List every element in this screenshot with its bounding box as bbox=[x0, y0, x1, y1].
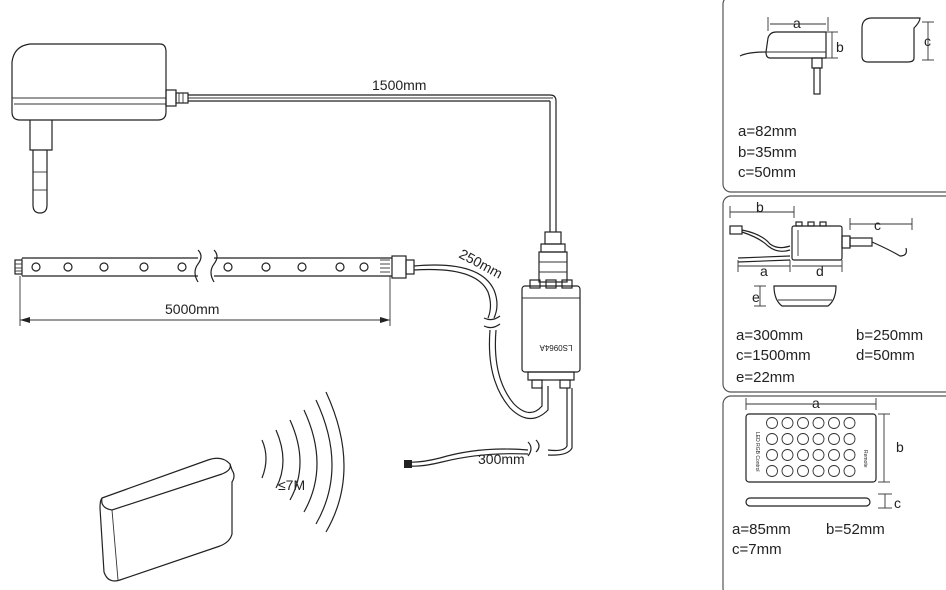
adapter-spec-c: c=50mm bbox=[738, 164, 796, 181]
controller-box bbox=[521, 279, 581, 389]
strip-lead-cable bbox=[413, 264, 549, 420]
remote-button bbox=[766, 433, 778, 445]
remote-spec-a: a=85mm bbox=[732, 521, 791, 538]
remote-spec-b: b=52mm bbox=[826, 521, 885, 538]
remote-dim-a: a bbox=[812, 395, 820, 411]
remote-button bbox=[812, 465, 825, 477]
adapter-dim-c: c bbox=[924, 33, 931, 49]
remote-button bbox=[766, 465, 778, 477]
remote-side-text: LED RGB Control bbox=[754, 432, 760, 471]
controller-dim-e: e bbox=[752, 289, 760, 305]
label-cable-length: 1500mm bbox=[372, 77, 426, 93]
remote-button bbox=[843, 465, 856, 477]
remote-button bbox=[766, 417, 778, 429]
remote-button bbox=[828, 449, 840, 461]
remote-button bbox=[797, 465, 809, 477]
remote-dim-b: b bbox=[896, 439, 904, 455]
panel-controller bbox=[722, 195, 946, 393]
controller-spec-d: d=50mm bbox=[856, 347, 915, 364]
led-strip bbox=[14, 249, 415, 283]
remote-button bbox=[828, 417, 840, 429]
adapter-dim-b: b bbox=[836, 39, 844, 55]
remote-button bbox=[797, 417, 809, 429]
remote-button bbox=[828, 465, 840, 477]
controller-dim-a: a bbox=[760, 263, 768, 279]
remote-button bbox=[797, 433, 809, 445]
ir-signal-waves bbox=[261, 391, 345, 533]
controller-dim-b: b bbox=[756, 199, 764, 215]
controller-dim-c: c bbox=[874, 217, 881, 233]
adapter-spec-a: a=82mm bbox=[738, 123, 797, 140]
remote-button bbox=[781, 449, 794, 461]
panel-adapter-drawing bbox=[739, 17, 934, 95]
panel-controller-drawing bbox=[729, 206, 913, 307]
remote-dim-c: c bbox=[894, 495, 901, 511]
remote-button bbox=[843, 449, 856, 461]
remote-side-text-right: Remote bbox=[862, 450, 868, 468]
controller-spec-a: a=300mm bbox=[736, 327, 803, 344]
remote-spec-c: c=7mm bbox=[732, 541, 782, 558]
remote-button bbox=[797, 449, 809, 461]
controller-model-text: LS0964A bbox=[539, 343, 573, 352]
remote-button bbox=[812, 449, 825, 461]
remote-buttons bbox=[766, 417, 856, 477]
controller-dim-d: d bbox=[816, 263, 824, 279]
controller-spec-b: b=250mm bbox=[856, 327, 923, 344]
panel-remote-drawing bbox=[745, 398, 892, 509]
controller-spec-c: c=1500mm bbox=[736, 347, 811, 364]
remote-button bbox=[812, 433, 825, 445]
ir-lead-cable bbox=[404, 388, 573, 468]
adapter-dim-a: a bbox=[793, 15, 801, 31]
controller-spec-e: e=22mm bbox=[736, 369, 795, 386]
label-strip-lead: 250mm bbox=[457, 246, 506, 282]
strip-dimension bbox=[19, 276, 391, 326]
plug-pins bbox=[29, 120, 53, 214]
panel-adapter bbox=[722, 0, 946, 193]
remote-button bbox=[843, 417, 856, 429]
remote-button bbox=[766, 449, 778, 461]
panel-remote bbox=[722, 395, 946, 590]
dc-connector bbox=[538, 231, 568, 283]
adapter-spec-b: b=35mm bbox=[738, 144, 797, 161]
remote-button bbox=[843, 433, 856, 445]
remote-control bbox=[99, 457, 235, 582]
power-adapter bbox=[11, 43, 189, 121]
label-strip-length: 5000mm bbox=[165, 301, 219, 317]
remote-button bbox=[828, 433, 840, 445]
adapter-cable bbox=[188, 94, 557, 232]
label-range: ≤7M bbox=[278, 477, 305, 493]
remote-button bbox=[812, 417, 825, 429]
remote-button bbox=[781, 433, 794, 445]
remote-button bbox=[781, 417, 794, 429]
label-ir-lead: 300mm bbox=[478, 451, 525, 467]
remote-button bbox=[781, 465, 794, 477]
